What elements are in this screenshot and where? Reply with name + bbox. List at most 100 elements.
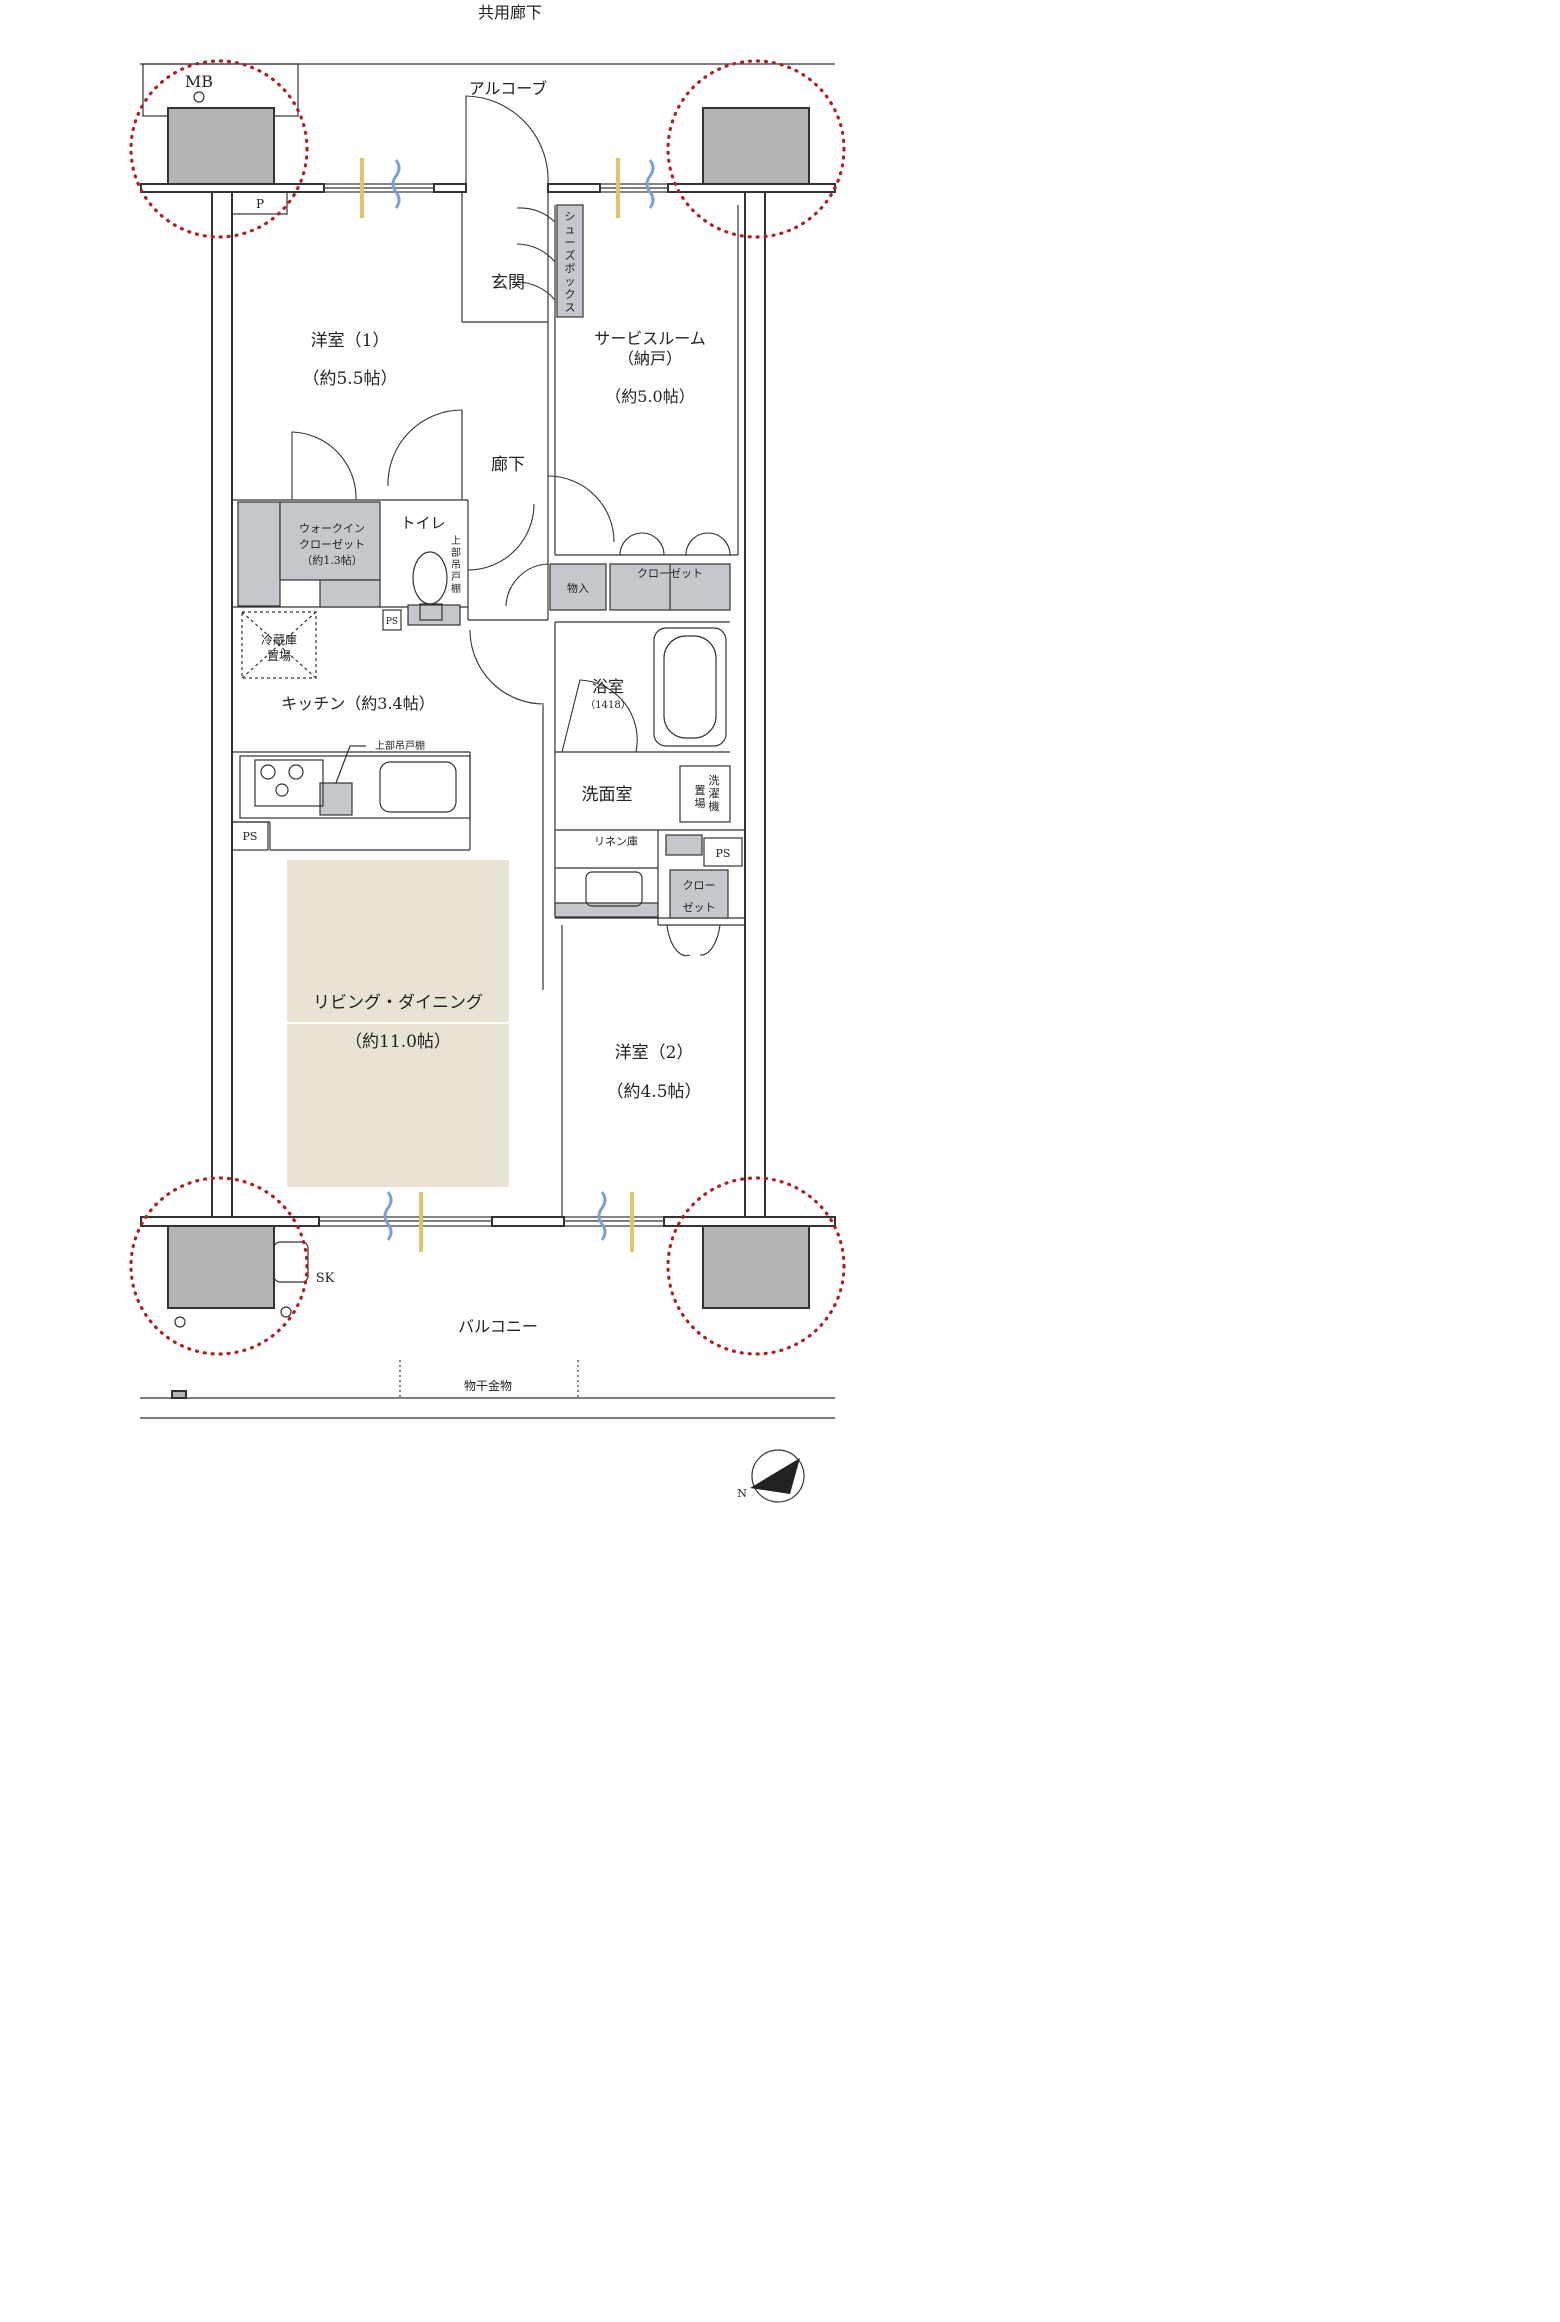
wic-area bbox=[279, 501, 381, 581]
bathtub-basin bbox=[663, 635, 717, 739]
svg-text:上: 上 bbox=[451, 535, 461, 547]
ps-box-toilet bbox=[382, 609, 402, 631]
svg-text:場: 場 bbox=[695, 797, 706, 810]
drain-circle bbox=[280, 1306, 292, 1318]
vanity-base bbox=[554, 902, 659, 918]
svg-text:ッ: ッ bbox=[565, 275, 576, 288]
wall-bottom-mid bbox=[491, 1216, 565, 1227]
wall-top-right bbox=[667, 183, 836, 193]
wic-label-1: ウォークイン bbox=[299, 522, 365, 535]
closet-label: クローゼット bbox=[637, 567, 703, 580]
linen-storage bbox=[665, 834, 703, 856]
light-air-arrow-top-right bbox=[616, 158, 655, 218]
svg-text:ボ: ボ bbox=[565, 262, 576, 275]
corridor-label: 共用廊下 bbox=[478, 3, 542, 22]
light-air-arrow-top-left bbox=[360, 158, 401, 218]
entrance-label: 玄関 bbox=[491, 273, 525, 293]
drain-icon bbox=[171, 1390, 187, 1399]
living-name: リビング・ダイニング bbox=[313, 993, 483, 1013]
washroom-label: 洗面室 bbox=[582, 785, 633, 805]
room1-name: 洋室（1） bbox=[311, 331, 390, 351]
bath-size: （1418） bbox=[585, 699, 630, 711]
room2-name: 洋室（2） bbox=[615, 1043, 694, 1063]
toilet-fixture bbox=[407, 551, 461, 626]
kitchen-shelf-marker bbox=[319, 782, 353, 816]
burner-icon bbox=[260, 764, 276, 780]
wic-label-3: （約1.3帖） bbox=[301, 553, 363, 567]
linen-label: リネン庫 bbox=[594, 834, 638, 848]
bathtub-outline bbox=[653, 627, 727, 747]
balcony-label: バルコニー bbox=[458, 1317, 538, 1336]
wall-bottom-right bbox=[663, 1216, 836, 1227]
wic-shelf-left bbox=[237, 501, 281, 607]
hallway-label: 廊下 bbox=[491, 455, 525, 475]
column-ring-top-left bbox=[129, 59, 309, 239]
svg-text:吊: 吊 bbox=[451, 559, 461, 571]
kitchen-counter bbox=[239, 755, 471, 819]
fridge-area bbox=[241, 611, 317, 679]
fridge-label-2: 置場 bbox=[267, 649, 291, 663]
storage-mono-label: 物入 bbox=[567, 581, 589, 595]
sk-label: SK bbox=[316, 1271, 335, 1286]
wall-top-mid2 bbox=[547, 183, 601, 193]
north-arrow-icon bbox=[750, 1449, 805, 1503]
kitchen-shelf-label: 上部吊戸棚 bbox=[375, 739, 425, 752]
svg-text:ス: ス bbox=[565, 301, 576, 314]
ps-box bbox=[703, 837, 743, 867]
svg-text:棚: 棚 bbox=[451, 582, 461, 595]
wall-left bbox=[211, 190, 233, 1225]
ps-toilet-label: PS bbox=[386, 617, 398, 627]
floor-plan: 共用廊下 MB アルコーブ P 玄関 シ ュ ー ズ ボ ッ ク ス 洋室（1）… bbox=[129, 3, 846, 1503]
closet2-label-2: ゼット bbox=[683, 901, 716, 914]
washbasin bbox=[585, 871, 643, 907]
ps-kitchen-label: PS bbox=[243, 830, 258, 843]
wall-right bbox=[744, 190, 766, 1225]
svg-text:ク: ク bbox=[565, 288, 576, 301]
fridge-label-1: 冷蔵庫 bbox=[261, 633, 297, 647]
drain-circle bbox=[174, 1316, 186, 1328]
kitchen-label: キッチン（約3.4帖） bbox=[281, 694, 434, 713]
column-top-right bbox=[702, 107, 810, 192]
burner-icon bbox=[275, 783, 289, 797]
room1-size: （約5.5帖） bbox=[302, 369, 397, 389]
north-label: N bbox=[737, 1487, 747, 1500]
wall-top-mid bbox=[433, 183, 467, 193]
wall-bottom-left bbox=[140, 1216, 320, 1227]
svg-text:機: 機 bbox=[709, 799, 720, 813]
slop-sink-sk bbox=[273, 1241, 309, 1283]
svg-text:ズ: ズ bbox=[565, 248, 576, 262]
light-air-arrow-bottom-left bbox=[383, 1191, 423, 1252]
burner-icon bbox=[288, 764, 304, 780]
p-label: P bbox=[256, 197, 264, 211]
alcove-label: アルコーブ bbox=[469, 79, 548, 98]
shoe-box-label: シ ュ ー ズ ボ ッ ク ス bbox=[565, 210, 576, 314]
service-room-name2: （納戸） bbox=[618, 349, 682, 368]
shoe-box bbox=[556, 204, 584, 318]
svg-text:濯: 濯 bbox=[709, 787, 720, 800]
svg-text:戸: 戸 bbox=[451, 571, 461, 583]
column-bottom-right bbox=[702, 1223, 810, 1309]
service-room-size: （約5.0帖） bbox=[605, 387, 694, 406]
mb-label: MB bbox=[185, 72, 213, 91]
wic-lower bbox=[319, 579, 381, 608]
room2-size: （約4.5帖） bbox=[606, 1082, 701, 1102]
drying-hardware-label: 物干金物 bbox=[464, 1378, 512, 1393]
svg-text:シ: シ bbox=[565, 210, 576, 223]
service-room-name: サービスルーム bbox=[594, 329, 706, 348]
column-ring-top-right bbox=[666, 59, 846, 239]
bath-label: 浴室 bbox=[592, 677, 624, 696]
svg-text:洗: 洗 bbox=[709, 774, 720, 787]
living-size: （約11.0帖） bbox=[345, 1032, 451, 1052]
storage-mono bbox=[549, 563, 607, 611]
svg-text:ュ: ュ bbox=[565, 223, 576, 236]
toilet-label: トイレ bbox=[400, 514, 445, 532]
svg-text:置: 置 bbox=[695, 784, 706, 797]
toilet-shelf-label: 上 部 吊 戸 棚 bbox=[451, 535, 461, 595]
closet-room2 bbox=[669, 869, 729, 919]
ps-wash-label: PS bbox=[716, 847, 731, 860]
column-top-left bbox=[167, 107, 275, 192]
kitchen-sink bbox=[379, 761, 457, 813]
cooktop bbox=[254, 759, 324, 807]
washer-area bbox=[679, 765, 731, 823]
svg-text:ー: ー bbox=[565, 236, 576, 249]
